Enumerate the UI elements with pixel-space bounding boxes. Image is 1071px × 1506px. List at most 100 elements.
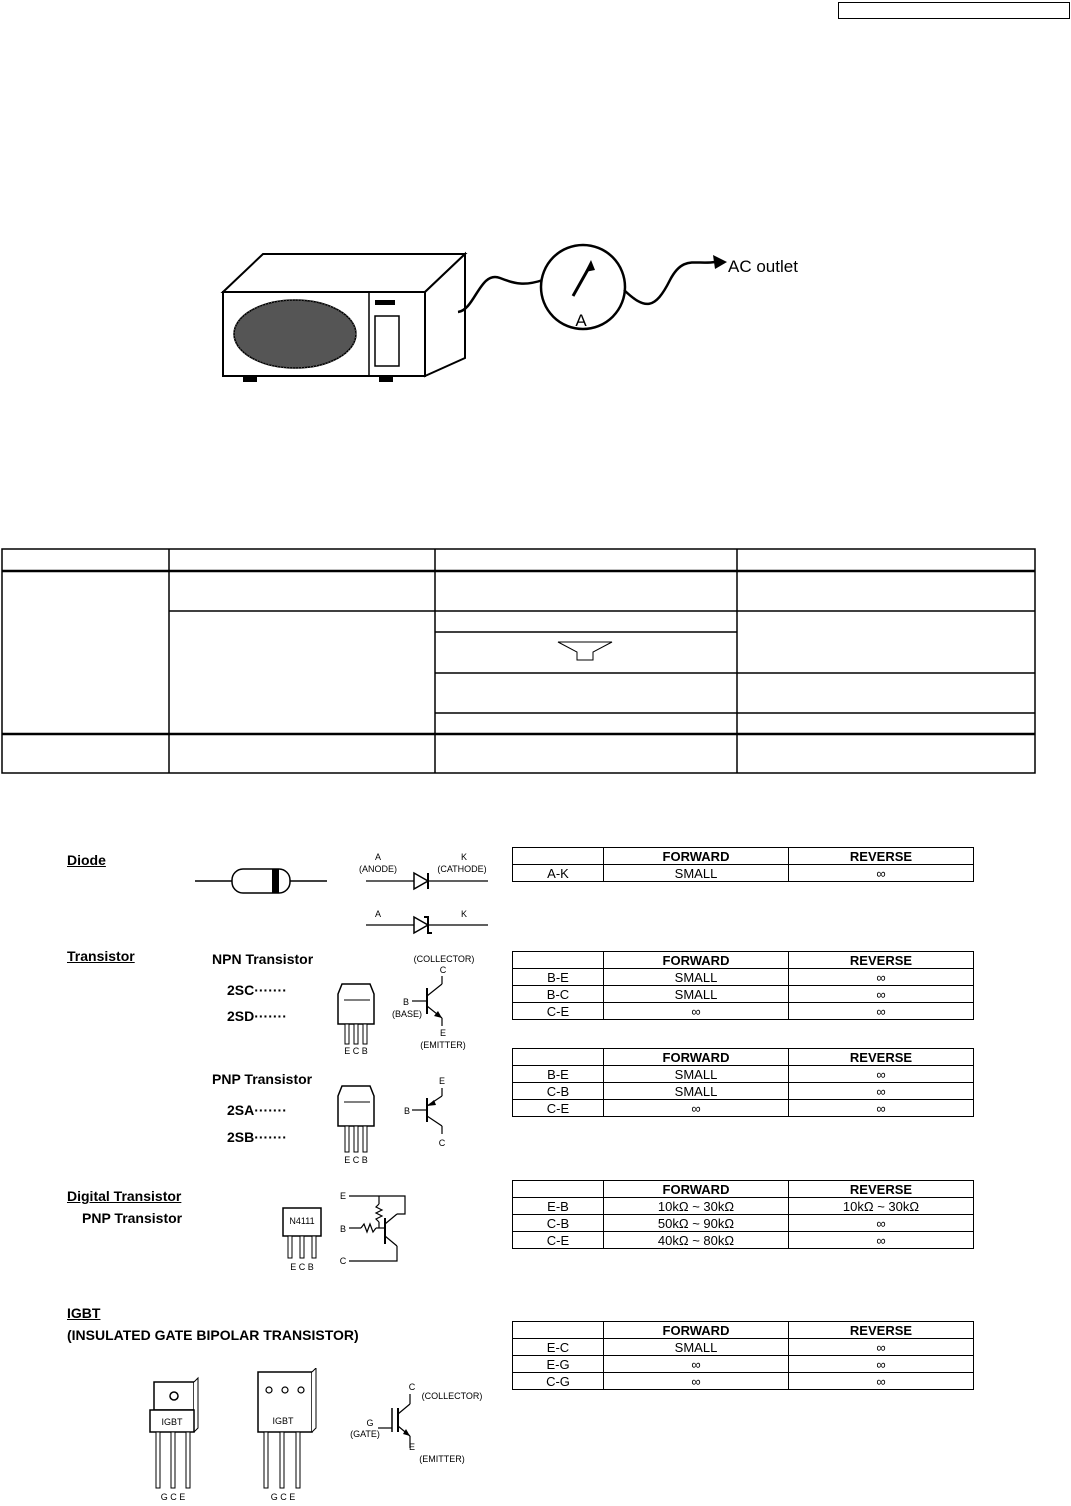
table-cell: B-E: [512, 1065, 604, 1083]
svg-text:(CATHODE): (CATHODE): [437, 864, 486, 874]
digital-transistor-subtitle: PNP Transistor: [82, 1210, 183, 1226]
svg-text:E C B: E C B: [344, 1046, 368, 1056]
ammeter: [539, 243, 627, 331]
table-header-cell: FORWARD: [603, 1048, 789, 1066]
ac-outlet-label: AC outlet: [728, 257, 798, 276]
diode-body: [231, 868, 291, 894]
table-cell: ∞: [603, 1099, 789, 1117]
table-header-cell: [512, 951, 604, 969]
svg-text:N4111: N4111: [289, 1216, 314, 1226]
table-cell: ∞: [788, 1065, 974, 1083]
header-box: [838, 2, 1070, 19]
table-cell: 50kΩ ~ 90kΩ: [603, 1214, 789, 1232]
control-panel: [374, 315, 400, 367]
table-header-cell: FORWARD: [603, 847, 789, 865]
table-cell: ∞: [788, 1355, 974, 1373]
svg-text:C: C: [440, 965, 447, 975]
svg-text:(EMITTER): (EMITTER): [419, 1454, 465, 1464]
table-cell: SMALL: [603, 1082, 789, 1100]
table-row: C-G∞∞: [512, 1372, 974, 1390]
svg-text:E: E: [409, 1442, 415, 1452]
table-header-cell: REVERSE: [788, 951, 974, 969]
svg-text:E C B: E C B: [290, 1262, 314, 1272]
svg-text:(COLLECTOR): (COLLECTOR): [414, 954, 475, 964]
arrow-icon: [713, 255, 727, 269]
svg-text:A: A: [375, 852, 381, 862]
table-header-cell: [512, 847, 604, 865]
svg-text:A: A: [375, 909, 381, 919]
current-measurement-illustration: A AC outlet: [220, 243, 798, 382]
table-cell: SMALL: [603, 985, 789, 1003]
oven-top: [220, 253, 468, 293]
table-cell: ∞: [788, 1372, 974, 1390]
svg-text:K: K: [461, 909, 467, 919]
table-cell: ∞: [788, 1231, 974, 1249]
resistor-2-icon: [360, 1222, 377, 1234]
table-cell: ∞: [788, 1002, 974, 1020]
svg-text:C: C: [340, 1256, 347, 1266]
igbt-subtitle: (INSULATED GATE BIPOLAR TRANSISTOR): [67, 1327, 359, 1343]
ammeter-label: A: [575, 311, 587, 330]
diode-band: [272, 869, 279, 893]
control-slot: [375, 300, 395, 305]
svg-text:IGBT: IGBT: [272, 1416, 294, 1426]
digital-transistor-diagram: N4111 E C B E B C: [282, 1191, 406, 1272]
igbt-title: IGBT: [67, 1305, 101, 1321]
power-cord-1: [457, 275, 544, 314]
pnp-model-2sa: 2SA·······: [227, 1102, 287, 1118]
svg-text:(ANODE): (ANODE): [359, 864, 397, 874]
table-cell: C-E: [512, 1002, 604, 1020]
diode-diagram: A (ANODE) K (CATHODE) A K: [195, 852, 488, 935]
pnp-title: PNP Transistor: [212, 1071, 313, 1087]
diode-symbol-icon: [413, 871, 430, 891]
svg-text:G: G: [366, 1418, 373, 1428]
table-header-cell: FORWARD: [603, 951, 789, 969]
oven-foot-left: [243, 376, 257, 382]
digital-transistor-package: [282, 1207, 322, 1237]
table-cell: 40kΩ ~ 80kΩ: [603, 1231, 789, 1249]
svg-text:B: B: [404, 1106, 410, 1116]
table-cell: E-G: [512, 1355, 604, 1373]
svg-text:B: B: [403, 997, 409, 1007]
table-row: E-G∞∞: [512, 1355, 974, 1373]
table-cell: E-C: [512, 1338, 604, 1356]
igbt-diagram: IGBT G C E IGBT G C E C (COLLECTOR) G (G…: [149, 1368, 482, 1502]
svg-text:IGBT: IGBT: [161, 1417, 183, 1427]
pnp-diagram: E C B E B C: [337, 1076, 446, 1165]
npn-model-2sd: 2SD·······: [227, 1008, 287, 1024]
resistor-icon: [374, 1203, 384, 1223]
npn-title: NPN Transistor: [212, 951, 314, 967]
table-cell: SMALL: [603, 968, 789, 986]
digital-transistor-title: Digital Transistor: [67, 1188, 182, 1204]
table-cell: ∞: [603, 1002, 789, 1020]
table-header-cell: [512, 1048, 604, 1066]
table-cell: 10kΩ ~ 30kΩ: [603, 1197, 789, 1215]
table-row: C-E∞∞: [512, 1002, 974, 1020]
zener-symbol-icon: [413, 915, 430, 935]
diode-title: Diode: [67, 852, 106, 868]
igbt-package-2: [257, 1371, 313, 1433]
svg-text:C: C: [409, 1382, 416, 1392]
pnp-model-2sb: 2SB·······: [227, 1129, 287, 1145]
table-cell: C-E: [512, 1099, 604, 1117]
table-header-cell: FORWARD: [603, 1180, 789, 1198]
svg-text:K: K: [461, 852, 467, 862]
svg-text:G C E: G C E: [161, 1492, 186, 1502]
svg-text:(EMITTER): (EMITTER): [420, 1040, 466, 1050]
svg-text:G C E: G C E: [271, 1492, 296, 1502]
